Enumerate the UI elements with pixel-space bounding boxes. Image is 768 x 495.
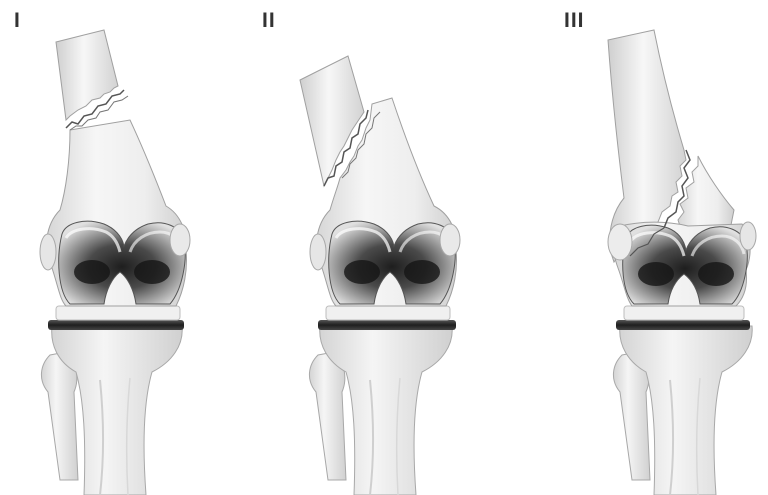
knee-illustration-iii	[512, 0, 768, 495]
poly-insert	[326, 306, 450, 320]
poly-insert	[56, 306, 180, 320]
tibial-tray	[616, 320, 750, 330]
proximal-femur-fragment	[56, 30, 118, 120]
panel-type-i: I	[0, 0, 256, 495]
tibial-tray	[48, 320, 184, 330]
knee-illustration-ii	[256, 0, 512, 495]
panel-type-iii: III	[512, 0, 768, 495]
wedge-fragment	[678, 156, 734, 232]
fibula	[41, 352, 78, 480]
poly-insert	[624, 306, 744, 320]
knee-illustration-i	[0, 0, 256, 495]
fibula	[309, 352, 346, 480]
tibial-tray	[318, 320, 456, 330]
panel-type-ii: II	[256, 0, 512, 495]
